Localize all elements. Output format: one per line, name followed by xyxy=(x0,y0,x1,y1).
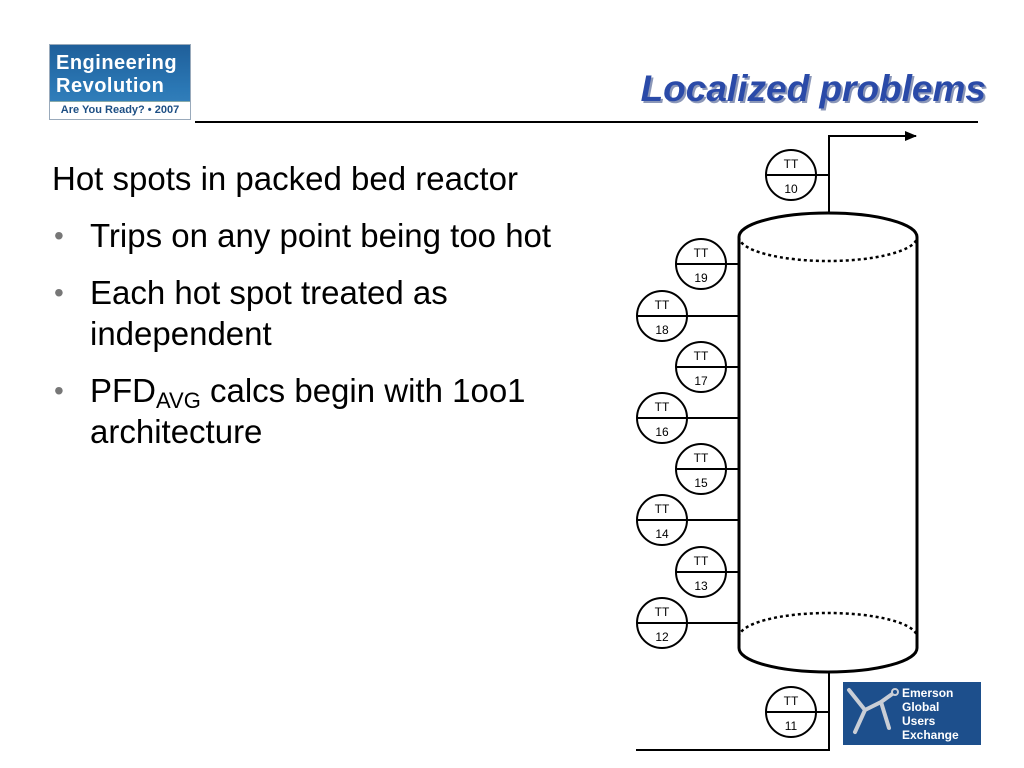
temperature-transmitter-10: TT 10 xyxy=(765,149,817,201)
logo-tagline: Are You Ready? • 2007 xyxy=(50,101,190,119)
egux-line: Exchange xyxy=(902,728,959,742)
egux-text: Emerson Global Users Exchange xyxy=(902,686,959,742)
egux-line: Global xyxy=(902,700,940,714)
tt-number: 12 xyxy=(655,630,669,644)
vessel-bottom-dashed-line xyxy=(737,611,919,638)
reactor-diagram: TT 10 TT 19 TT 18 TT 17 TT 16 TT 15 T xyxy=(636,131,919,751)
temperature-transmitter-13: TT 13 xyxy=(675,546,727,598)
intro-text: Hot spots in packed bed reactor xyxy=(52,160,518,197)
tt-label: TT xyxy=(694,554,709,568)
tt-label: TT xyxy=(694,349,709,363)
logo-line-1: Engineering xyxy=(56,52,178,74)
tt-number: 15 xyxy=(694,476,708,490)
tt-label: TT xyxy=(694,451,709,465)
bullet-item: Each hot spot treated as independent xyxy=(52,272,612,354)
bullet-item-pfd: PFDAVG calcs begin with 1oo1 architectur… xyxy=(52,370,612,452)
temperature-transmitter-11: TT 11 xyxy=(765,686,817,738)
reactor-vessel xyxy=(737,211,919,674)
emerson-global-users-exchange-logo: Emerson Global Users Exchange xyxy=(843,682,981,745)
bullet-item: Trips on any point being too hot xyxy=(52,215,612,256)
tt-label: TT xyxy=(655,502,670,516)
tt-label: TT xyxy=(655,298,670,312)
network-icon xyxy=(847,688,899,734)
title-rule xyxy=(195,121,978,123)
tt-label: TT xyxy=(655,605,670,619)
temperature-transmitter-17: TT 17 xyxy=(675,341,727,393)
tt-number: 14 xyxy=(655,527,669,541)
tt-number: 17 xyxy=(694,374,708,388)
temperature-transmitter-12: TT 12 xyxy=(636,597,688,649)
temperature-transmitter-18: TT 18 xyxy=(636,290,688,342)
temperature-transmitter-15: TT 15 xyxy=(675,443,727,495)
egux-line: Users xyxy=(902,714,936,728)
pfd-subscript: AVG xyxy=(156,388,201,413)
slide-body: Hot spots in packed bed reactor Trips on… xyxy=(52,158,612,468)
tt-number: 18 xyxy=(655,323,669,337)
vessel-top-dashed-line xyxy=(737,236,919,263)
tt-number: 13 xyxy=(694,579,708,593)
engineering-revolution-logo: Engineering Revolution Are You Ready? • … xyxy=(49,44,191,120)
outlet-pipe xyxy=(828,131,917,214)
pfd-suffix: calcs begin with 1oo1 architecture xyxy=(90,372,526,450)
tt-label: TT xyxy=(784,694,799,708)
egux-line: Emerson xyxy=(902,686,954,700)
pfd-prefix: PFD xyxy=(90,372,156,409)
temperature-transmitter-19: TT 19 xyxy=(675,238,727,290)
tt-number: 11 xyxy=(785,719,798,733)
tt-number: 19 xyxy=(694,271,708,285)
inlet-pipe xyxy=(636,672,830,751)
tt-label: TT xyxy=(694,246,709,260)
temperature-transmitter-14: TT 14 xyxy=(636,494,688,546)
temperature-transmitter-16: TT 16 xyxy=(636,392,688,444)
tt-number: 10 xyxy=(784,182,798,196)
logo-line-2: Revolution xyxy=(56,75,165,97)
tt-label: TT xyxy=(655,400,670,414)
tt-label: TT xyxy=(784,157,799,171)
tt-number: 16 xyxy=(655,425,669,439)
slide-title: Localized problems xyxy=(640,68,986,109)
